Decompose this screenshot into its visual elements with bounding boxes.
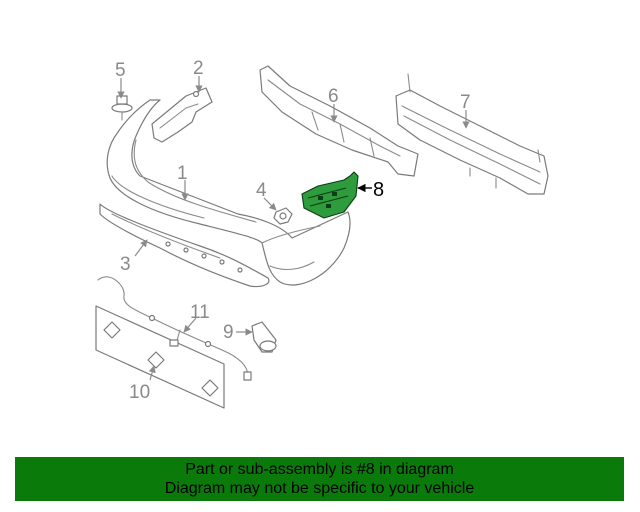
part-5-bolt bbox=[111, 95, 133, 121]
callout-6: 6 bbox=[328, 86, 339, 107]
callout-3: 3 bbox=[120, 254, 131, 275]
part-7-impact-bar bbox=[395, 73, 549, 195]
callout-7: 7 bbox=[460, 92, 471, 113]
part-1-bumper-cover bbox=[106, 99, 351, 286]
callout-4: 4 bbox=[256, 180, 267, 201]
callout-11: 11 bbox=[190, 302, 210, 323]
banner-line-part-number: Part or sub-assembly is #8 in diagram bbox=[185, 461, 454, 478]
callout-8-highlighted[interactable]: 8 bbox=[373, 179, 384, 201]
info-banner: Part or sub-assembly is #8 in diagram Di… bbox=[15, 457, 624, 501]
parts-diagram: 1 2 3 4 5 6 7 8 9 10 11 bbox=[95, 58, 549, 409]
callout-5: 5 bbox=[115, 60, 126, 81]
part-6-energy-absorber bbox=[259, 65, 419, 177]
callout-10: 10 bbox=[129, 382, 150, 403]
part-3-lower-valance bbox=[99, 203, 270, 288]
part-9-sensor bbox=[251, 321, 277, 353]
part-8-bracket-highlighted[interactable] bbox=[301, 171, 359, 219]
part-10-sensor-plate bbox=[95, 305, 225, 409]
callout-1: 1 bbox=[177, 163, 188, 184]
callout-9: 9 bbox=[223, 322, 234, 343]
banner-line-disclaimer: Diagram may not be specific to your vehi… bbox=[164, 480, 475, 497]
part-11-wiring-harness bbox=[97, 276, 252, 381]
callout-2: 2 bbox=[193, 58, 204, 79]
part-2-side-bracket bbox=[151, 87, 213, 143]
part-4-clip bbox=[273, 207, 293, 225]
